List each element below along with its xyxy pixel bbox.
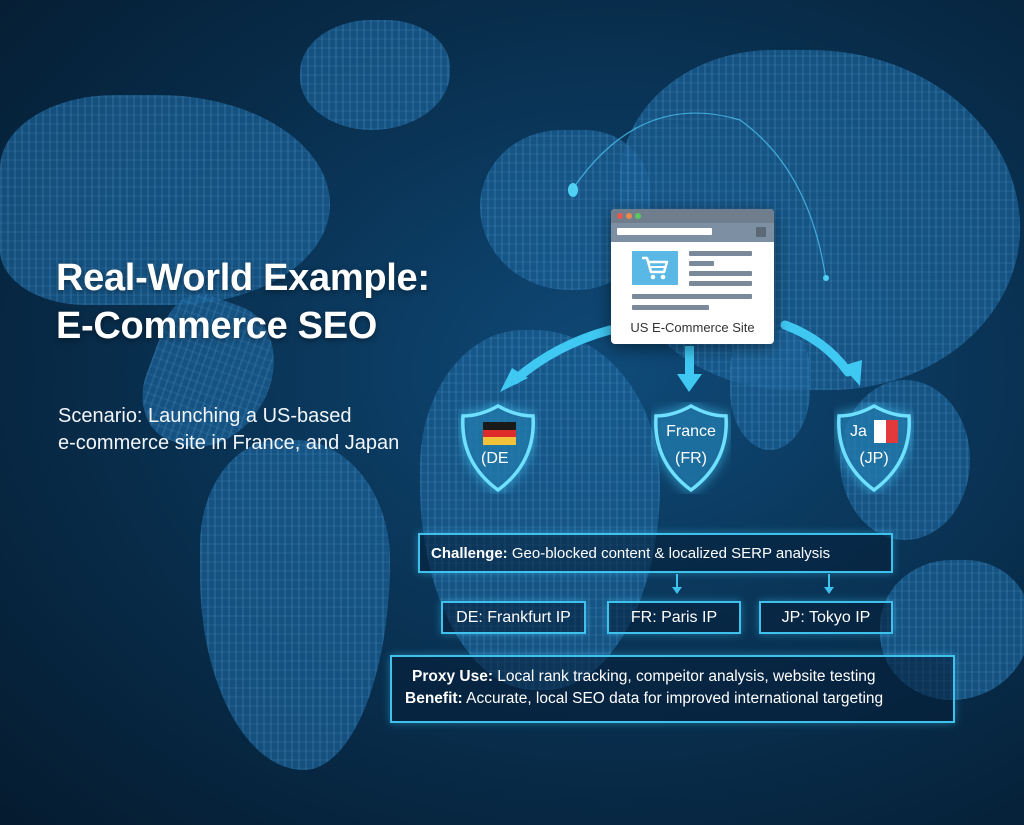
shopping-cart-icon [632,251,678,285]
ip-box-fr: FR: Paris IP [607,601,741,634]
challenge-box: Challenge: Geo-blocked content & localiz… [418,533,893,573]
text-placeholder [632,305,709,310]
region-code: (FR) [675,450,707,467]
greenland [300,20,450,130]
site-label: US E-Commerce Site [630,320,755,335]
text-placeholder [689,251,752,256]
benefit-text: Accurate, local SEO data for improved in… [462,690,884,707]
title-line-2: E-Commerce SEO [56,305,378,347]
ip-box-jp: JP: Tokyo IP [759,601,893,634]
africa [420,330,660,690]
proxy-use-label: Proxy Use: [412,668,493,685]
south-america [200,440,390,770]
us-ecommerce-site-card: US E-Commerce Site [611,209,774,344]
ip-box-de: DE: Frankfurt IP [441,601,586,634]
shield-japan: Ja (JP) [834,402,914,494]
region-name: Ja [850,423,867,440]
page-title: Real-World Example: E-Commerce SEO [56,254,430,350]
close-dot-icon [617,213,623,219]
scenario-line-1: Scenario: Launching a US-based [58,405,352,427]
region-code: (DE [481,450,509,467]
shield-icon [837,403,911,493]
text-placeholder [689,281,752,286]
text-placeholder [689,261,714,266]
japan-flag-fragment-icon [874,420,898,443]
challenge-text: Geo-blocked content & localized SERP ana… [507,545,831,562]
scenario-text: Scenario: Launching a US-based e-commerc… [58,403,399,457]
browser-address-bar [611,223,774,242]
connector-line [676,574,678,588]
url-field [617,228,712,235]
proxy-use-row: Proxy Use: Local rank tracking, compeito… [392,666,953,688]
connector-line [828,574,830,588]
germany-flag-icon [483,422,516,445]
challenge-label: Challenge: [431,545,508,562]
proxy-use-text: Local rank tracking, compeitor analysis,… [492,668,876,685]
shield-icon [654,403,728,493]
region-name: France [666,423,716,440]
benefit-row: Benefit: Accurate, local SEO data for im… [392,688,953,710]
connector-arrow-icon [824,587,834,594]
region-code: (JP) [859,450,889,467]
text-placeholder [689,271,752,276]
minimize-dot-icon [626,213,632,219]
shield-germany: (DE [458,402,538,494]
proxy-benefit-box: Proxy Use: Local rank tracking, compeito… [390,655,955,723]
shield-france: France (FR) [651,402,731,494]
browser-menu-icon [756,227,766,237]
shield-icon [461,403,535,493]
title-line-1: Real-World Example: [56,257,430,299]
benefit-label: Benefit: [405,690,463,707]
browser-title-bar [611,209,774,223]
text-placeholder [632,294,752,299]
india [730,330,810,450]
connector-arrow-icon [672,587,682,594]
scenario-line-2: e-commerce site in France, and Japan [58,432,400,454]
maximize-dot-icon [635,213,641,219]
